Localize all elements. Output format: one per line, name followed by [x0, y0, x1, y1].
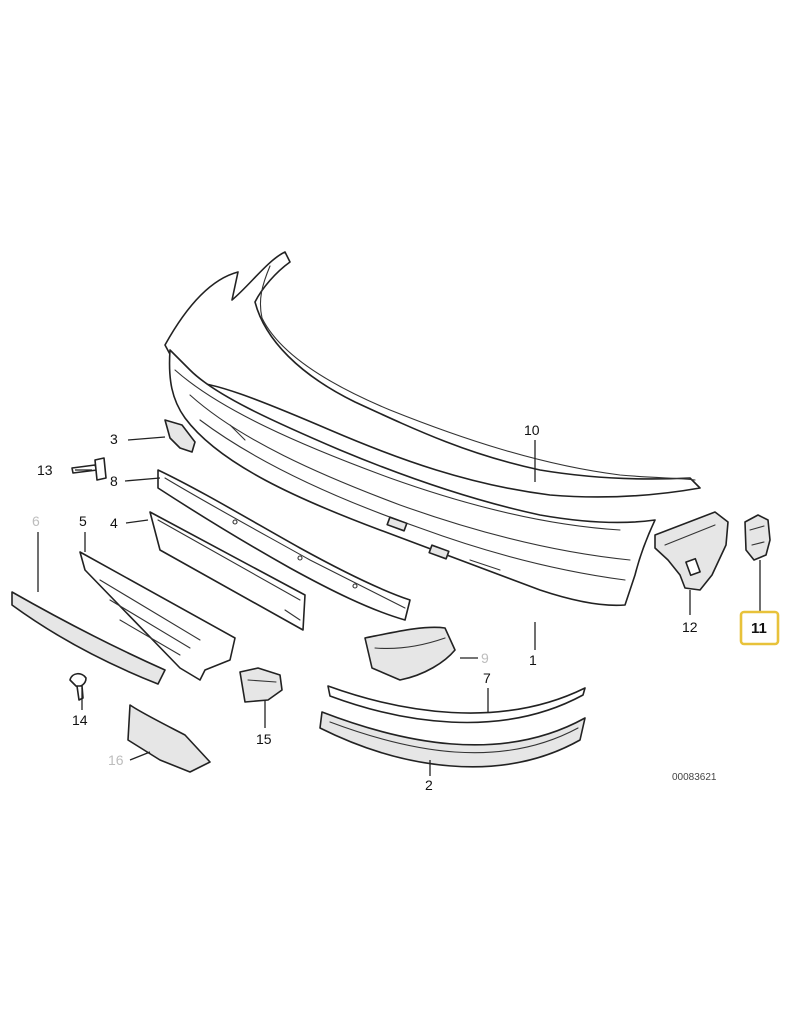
part-5-grille-frame[interactable] — [79, 551, 236, 681]
callout-9[interactable]: 9 — [481, 650, 489, 666]
part-3-bracket[interactable] — [164, 419, 196, 453]
callout-14[interactable]: 14 — [72, 712, 88, 728]
part-8-rail[interactable] — [157, 469, 411, 621]
part-9-air-duct[interactable] — [364, 626, 456, 681]
diagram-reference-number: 00083621 — [672, 772, 717, 783]
callout-11-highlight — [739, 610, 780, 646]
part-6-strip[interactable] — [11, 591, 166, 685]
part-14-pin[interactable] — [69, 672, 87, 701]
part-4-grille-plate[interactable] — [149, 511, 306, 631]
part-12-bracket[interactable] — [654, 511, 729, 591]
part-11-clip[interactable] — [744, 514, 771, 561]
callout-1[interactable]: 1 — [529, 652, 537, 668]
part-1-bumper-cover[interactable] — [168, 349, 656, 607]
callout-16[interactable]: 16 — [108, 752, 124, 768]
part-7-moulding[interactable] — [327, 685, 586, 724]
callout-4[interactable]: 4 — [110, 515, 118, 531]
part-10-bumper-trim-outline[interactable] — [164, 251, 701, 498]
callout-2[interactable]: 2 — [425, 777, 433, 793]
callout-8[interactable]: 8 — [110, 473, 118, 489]
part-15-connector[interactable] — [239, 667, 283, 703]
part-16-lower-bracket[interactable] — [127, 704, 211, 773]
callout-12[interactable]: 12 — [682, 619, 698, 635]
callout-3[interactable]: 3 — [110, 431, 118, 447]
callout-7[interactable]: 7 — [483, 670, 491, 686]
leader-lines — [37, 436, 761, 776]
callout-15[interactable]: 15 — [256, 731, 272, 747]
callout-10[interactable]: 10 — [524, 422, 540, 438]
callout-11[interactable]: 11 — [751, 620, 767, 637]
part-2-lower-strip[interactable] — [319, 711, 586, 768]
callout-5[interactable]: 5 — [79, 513, 87, 529]
callouts: 10 3 13 8 6 5 4 12 11 1 9 7 14 15 16 2 — [32, 422, 780, 793]
callout-13[interactable]: 13 — [37, 462, 53, 478]
callout-6[interactable]: 6 — [32, 513, 40, 529]
part-13-bolt[interactable] — [71, 457, 107, 481]
